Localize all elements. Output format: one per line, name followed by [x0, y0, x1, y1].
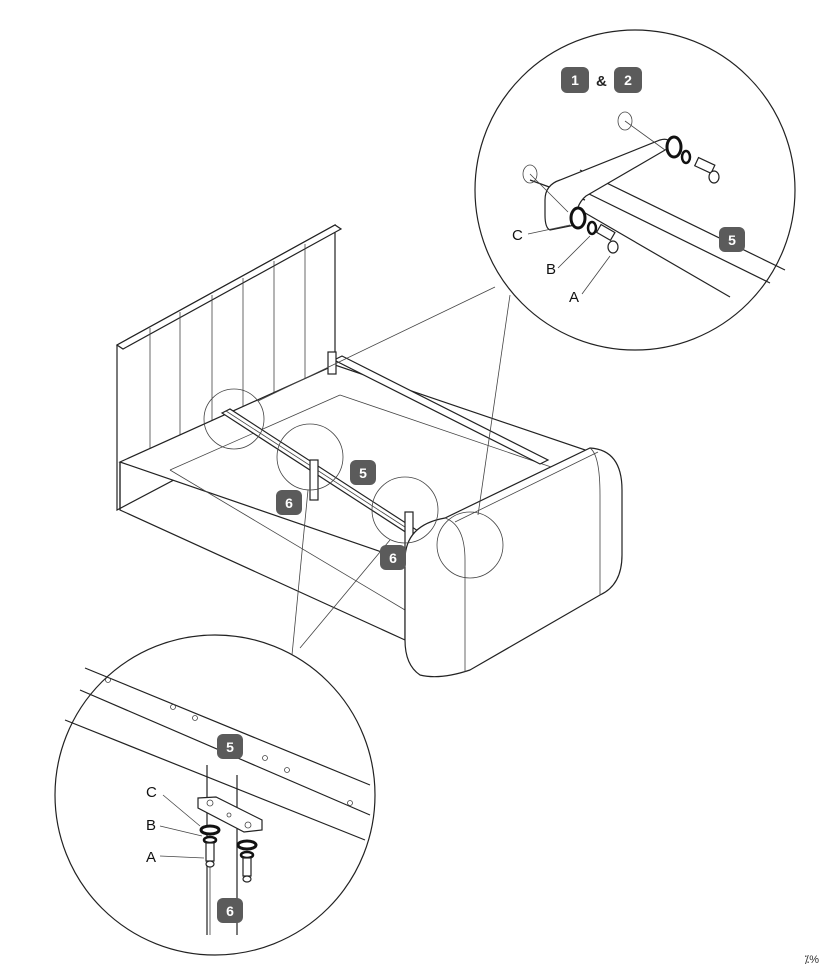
leg-badge-bottom-detail: 6 [217, 898, 243, 923]
bolt-lower [569, 206, 619, 254]
svg-text:6: 6 [285, 495, 293, 511]
leg-badge-bed-right: 6 [380, 545, 406, 570]
support-legs [309, 459, 414, 553]
rail-badge-top-detail: 5 [719, 227, 745, 252]
rail-badge-bottom-detail: 5 [217, 734, 243, 759]
svg-text:1: 1 [571, 72, 579, 88]
leg-bolt-left [199, 824, 221, 868]
leg-badge-bed-left: 6 [276, 490, 302, 515]
svg-text:2: 2 [624, 72, 632, 88]
svg-text:6: 6 [389, 550, 397, 566]
label-a-bottom: A [146, 849, 156, 866]
detail-top [474, 29, 796, 351]
ampersand-label: & [596, 73, 607, 90]
label-b-top: B [546, 261, 556, 278]
label-c-top: C [512, 227, 523, 244]
svg-text:5: 5 [728, 232, 736, 248]
svg-text:5: 5 [226, 739, 234, 755]
rail-badge-bed: 5 [350, 460, 376, 485]
step-badge-1: 1 [561, 67, 589, 93]
label-b-bottom: B [146, 817, 156, 834]
detail-bottom [54, 634, 376, 956]
label-c-bottom: C [146, 784, 157, 801]
svg-text:6: 6 [226, 903, 234, 919]
label-a-top: A [569, 289, 579, 306]
step-badge-2: 2 [614, 67, 642, 93]
corner-mark: ⁒% [804, 954, 819, 966]
leg-bolt-right [236, 839, 258, 883]
centre-rail [220, 351, 550, 545]
leader-lines [257, 286, 511, 656]
bolt-upper [665, 135, 720, 184]
svg-text:5: 5 [359, 465, 367, 481]
